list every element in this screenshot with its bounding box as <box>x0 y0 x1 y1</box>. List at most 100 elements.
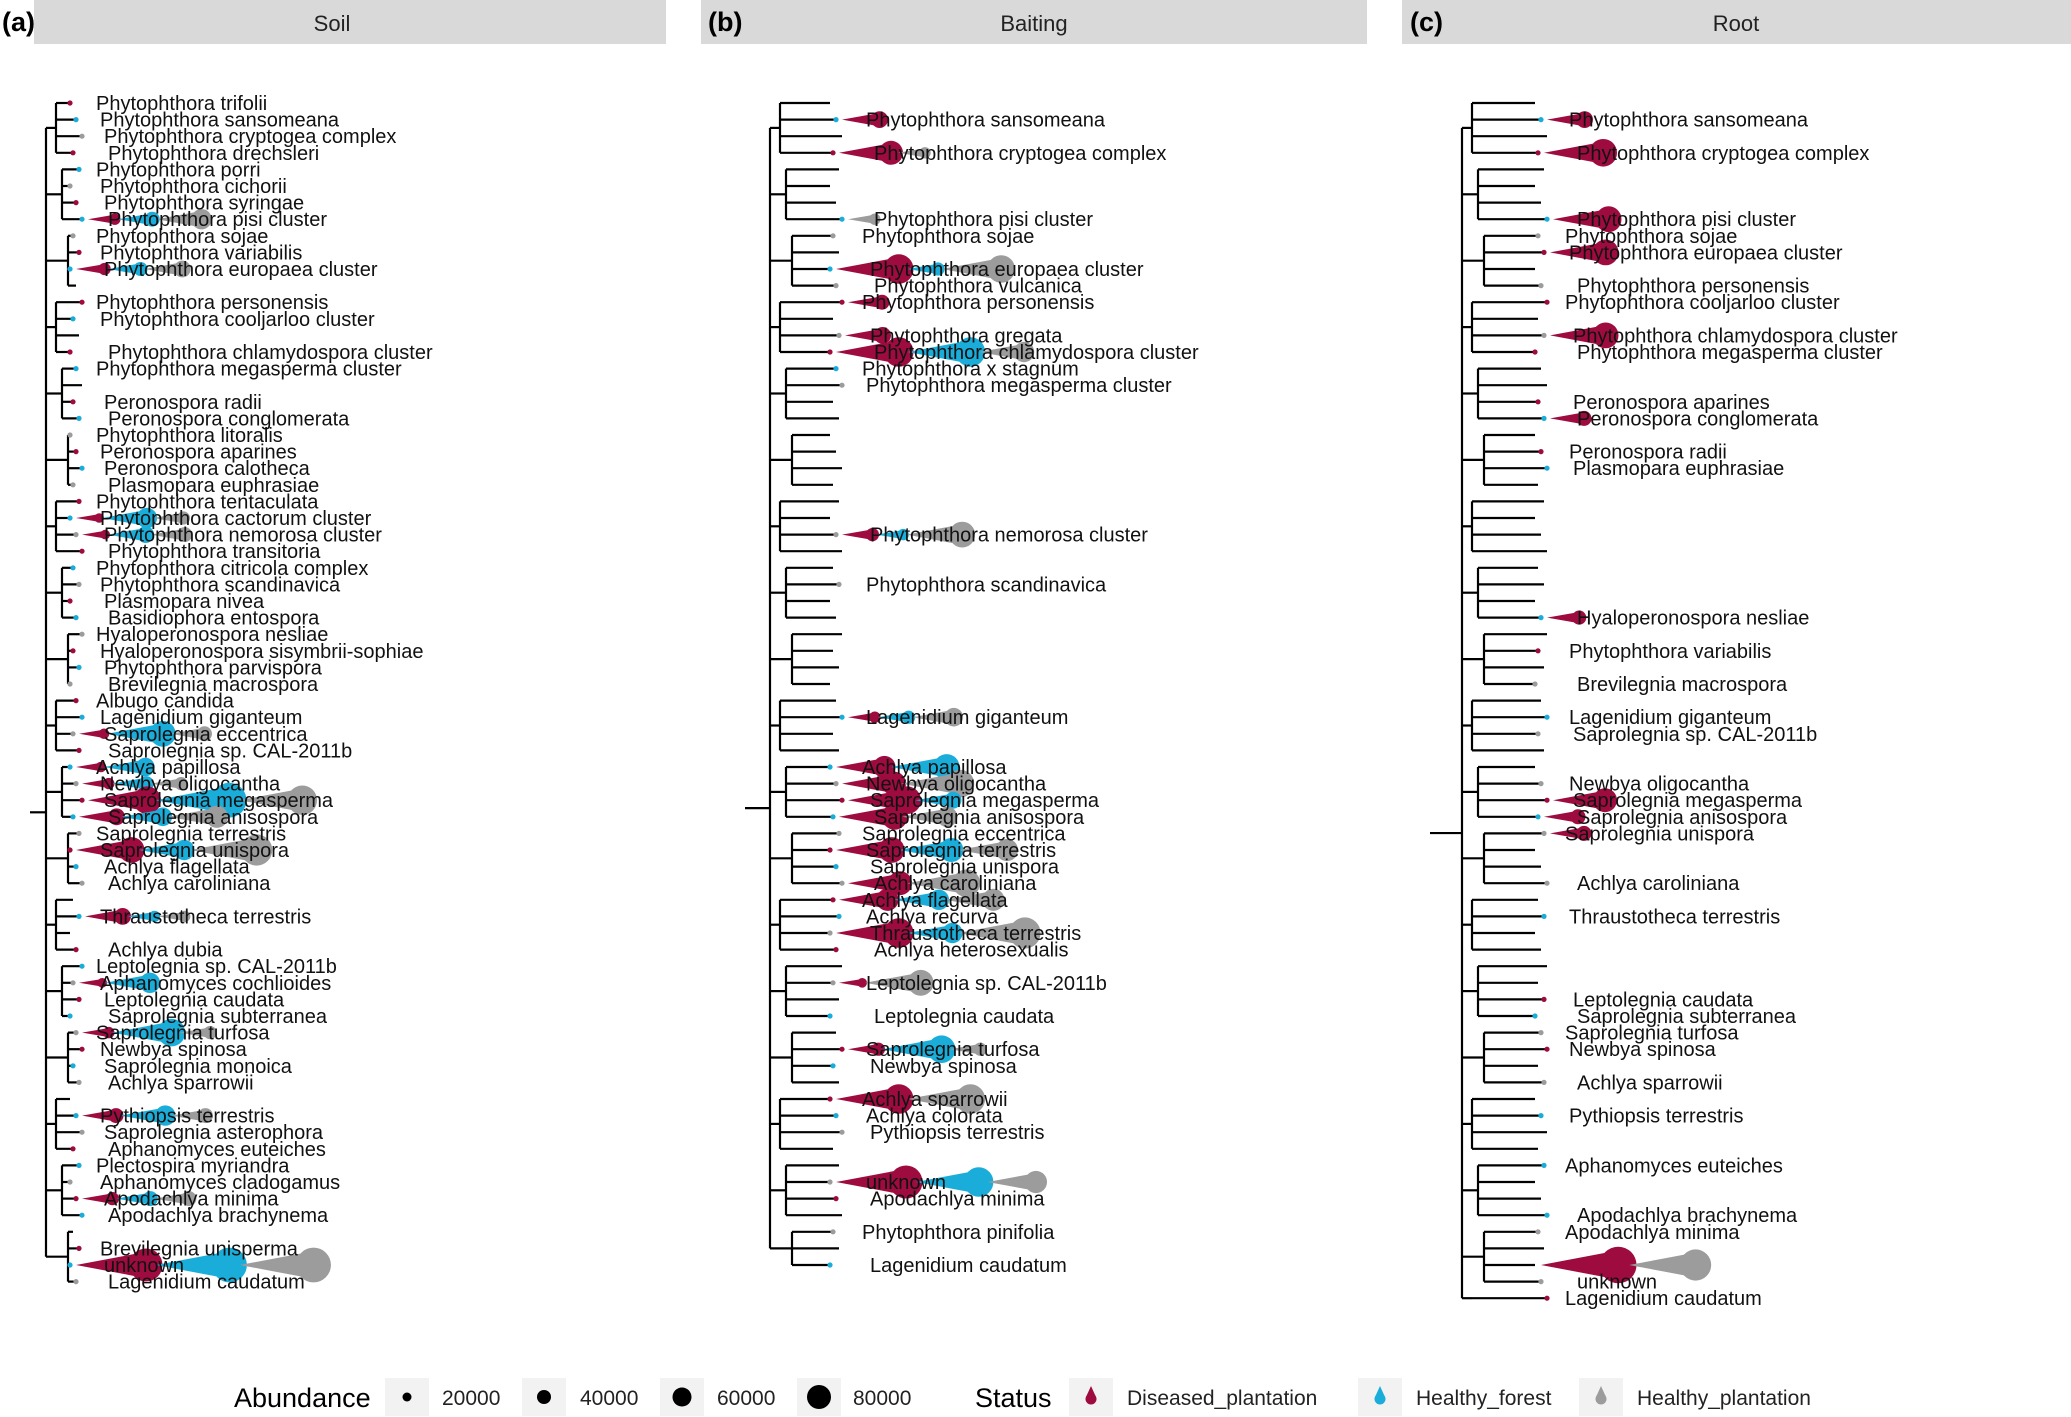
tip-marker <box>79 216 85 222</box>
tip-label: Lagenidium giganteum <box>1569 707 1771 729</box>
abundance-wedge <box>907 340 971 364</box>
tip-marker <box>67 266 73 272</box>
tip-marker <box>67 681 73 687</box>
abundance-bubble <box>874 294 890 310</box>
abundance-bubble <box>1593 788 1617 813</box>
abundance-wedge <box>842 112 880 127</box>
tip-label: Peronospora aparines <box>1573 392 1770 414</box>
abundance-wedge <box>76 514 100 522</box>
abundance-bubble <box>1589 139 1617 167</box>
abundance-bubble <box>1576 410 1592 426</box>
abundance-wedge <box>907 924 953 942</box>
tip-marker <box>79 299 85 305</box>
abundance-bubble <box>177 527 193 543</box>
tip-label: Plasmopara euphrasiae <box>1573 458 1784 480</box>
tip-label: Aphanomyces euteiches <box>108 1139 326 1161</box>
abundance-wedge <box>845 328 883 343</box>
abundance-bubble <box>871 1042 886 1056</box>
abundance-bubble <box>927 1035 956 1063</box>
panel-strip <box>701 0 1367 44</box>
tip-marker <box>839 797 845 803</box>
abundance-wedge <box>108 527 146 542</box>
abundance-wedge <box>906 524 963 545</box>
tip-label: Phytophthora cryptogea complex <box>874 143 1166 165</box>
abundance-bubble <box>118 837 145 863</box>
tip-label: Saprolegnia unispora <box>870 857 1060 879</box>
abundance-bubble <box>888 871 912 896</box>
tip-label: Lagenidium giganteum <box>866 707 1068 729</box>
tip-label: Phytophthora sojae <box>1565 226 1737 248</box>
abundance-wedge <box>915 793 954 807</box>
abundance-wedge <box>76 839 132 861</box>
tip-marker <box>73 615 79 621</box>
tip-label: Aphanomyces cladogamus <box>100 1172 340 1194</box>
abundance-wedge <box>118 213 153 226</box>
tip-label: Apodachlya brachynema <box>1577 1205 1798 1227</box>
abundance-bubble <box>949 521 976 548</box>
tip-marker <box>1538 1279 1544 1285</box>
abundance-wedge <box>898 148 925 158</box>
tip-label: Achlya caroliniana <box>874 873 1037 895</box>
tip-marker <box>67 764 73 770</box>
abundance-bubble <box>942 922 963 944</box>
tip-label: Peronospora calotheca <box>104 458 311 480</box>
tip-marker <box>76 830 82 837</box>
tip-label: Phytophthora cooljarloo cluster <box>100 309 375 331</box>
abundance-bubble <box>1592 239 1619 266</box>
tip-label: Phytophthora cryptogea complex <box>104 126 396 148</box>
tip-label: Saprolegnia unispora <box>100 840 290 862</box>
tip-marker <box>79 963 85 969</box>
abundance-bubble <box>952 869 981 897</box>
tip-label: Saprolegnia eccentrica <box>862 823 1066 845</box>
abundance-wedge <box>88 789 148 812</box>
tip-label: Saprolegnia anisospora <box>874 807 1085 829</box>
tip-marker <box>79 1129 85 1135</box>
tip-marker <box>1538 1030 1544 1036</box>
tip-marker <box>1541 830 1547 837</box>
tip-marker <box>1538 449 1544 455</box>
abundance-wedge <box>848 296 882 309</box>
panel-b: (b) Baiting Phytophthora sansomeanaPhyto… <box>701 0 1367 1277</box>
tip-marker <box>1535 150 1541 156</box>
abundance-wedge <box>76 762 101 772</box>
abundance-bubble <box>936 806 958 827</box>
tip-label: Phytophthora megasperma cluster <box>96 359 402 381</box>
tip-label: Aphanomyces cochlioides <box>100 973 331 995</box>
tree-branches <box>745 101 842 1267</box>
abundance-wedge <box>144 262 183 276</box>
abundance-bubble <box>174 777 188 791</box>
tip-label: Newbya spinosa <box>1569 1039 1717 1061</box>
tip-label: Achlya papillosa <box>96 757 241 779</box>
tip-marker <box>1544 216 1550 222</box>
tip-marker <box>836 913 842 920</box>
tip-label: Brevilegnia macrospora <box>1577 674 1788 696</box>
tip-label: Saprolegnia asterophora <box>104 1122 324 1144</box>
abundance-wedge <box>112 1021 172 1044</box>
tip-marker <box>73 1279 79 1285</box>
abundance-wedge <box>170 727 205 740</box>
tip-label: Saprolegnia turfosa <box>866 1039 1040 1061</box>
tip-marker <box>79 1212 85 1218</box>
abundance-bubble <box>105 1192 119 1206</box>
tip-label: Phytophthora pisi cluster <box>1577 209 1796 231</box>
tip-label: Phytophthora pinifolia <box>862 1222 1055 1244</box>
tip-label: Pythiopsis terrestris <box>870 1122 1045 1144</box>
abundance-bubble <box>95 761 107 773</box>
tip-label: Phytophthora megasperma cluster <box>866 375 1172 397</box>
tip-marker <box>73 366 79 372</box>
tip-label: Phytophthora trifolii <box>96 93 267 115</box>
tip-marker <box>839 299 845 305</box>
abundance-wedge <box>76 264 105 274</box>
abundance-wedge <box>168 807 217 826</box>
abundance-wedge <box>912 709 954 725</box>
tip-label: Basidiophora entospora <box>108 608 320 630</box>
tip-label: Thraustotheca terrestris <box>870 923 1081 945</box>
abundance-bubble <box>144 211 160 227</box>
abundance-wedge <box>1544 141 1604 164</box>
abundance-bubble <box>176 511 190 525</box>
tip-marker <box>1544 1212 1550 1218</box>
tip-marker <box>76 996 82 1003</box>
abundance-wedge <box>121 809 163 825</box>
